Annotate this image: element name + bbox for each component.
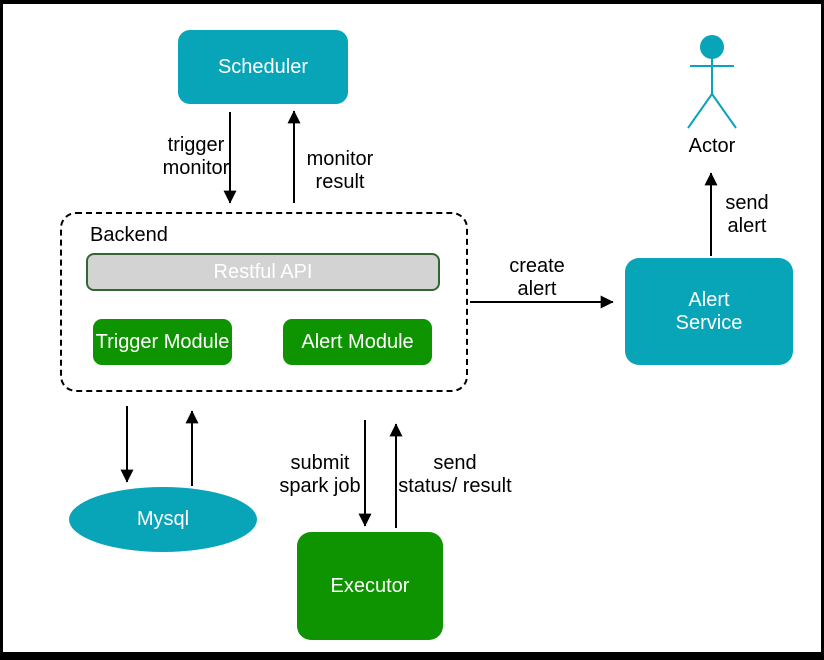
actor-stick-figure-icon [687, 35, 737, 129]
node-actor-label: Actor [688, 135, 736, 157]
node-alert-service-label: Alert Service [675, 288, 743, 334]
node-restful-api-label: Restful API [213, 260, 313, 283]
node-scheduler-label: Scheduler [217, 55, 309, 78]
actor-left-leg [687, 93, 713, 129]
node-alert-module: Alert Module [283, 319, 432, 365]
node-trigger-module-label: Trigger Module [95, 330, 230, 353]
node-backend-label: Backend [90, 224, 168, 246]
frame-border-right [821, 0, 824, 660]
edge-monitor-result-label: monitor result [306, 148, 374, 193]
node-executor-label: Executor [330, 574, 410, 597]
edge-send-alert-label: send alert [725, 192, 769, 237]
node-backend-container: Backend [60, 212, 468, 392]
node-alert-module-label: Alert Module [301, 330, 414, 353]
frame-border-bottom [0, 652, 824, 660]
node-trigger-module: Trigger Module [93, 319, 232, 365]
frame-border-left [0, 0, 3, 660]
edge-send-status-result-label: send status/ result [398, 452, 512, 497]
actor-right-leg [711, 93, 737, 129]
edge-trigger-monitor-label: trigger monitor [162, 134, 230, 179]
node-executor: Executor [297, 532, 443, 640]
node-mysql: Mysql [69, 487, 257, 552]
edge-submit-spark-job-label: submit spark job [279, 452, 361, 497]
actor-head [700, 35, 724, 59]
frame-border-top [0, 0, 824, 4]
node-mysql-label: Mysql [136, 508, 190, 530]
node-restful-api: Restful API [86, 253, 440, 291]
node-scheduler: Scheduler [178, 30, 348, 104]
edge-create-alert-label: create alert [509, 255, 565, 300]
node-alert-service: Alert Service [625, 258, 793, 365]
